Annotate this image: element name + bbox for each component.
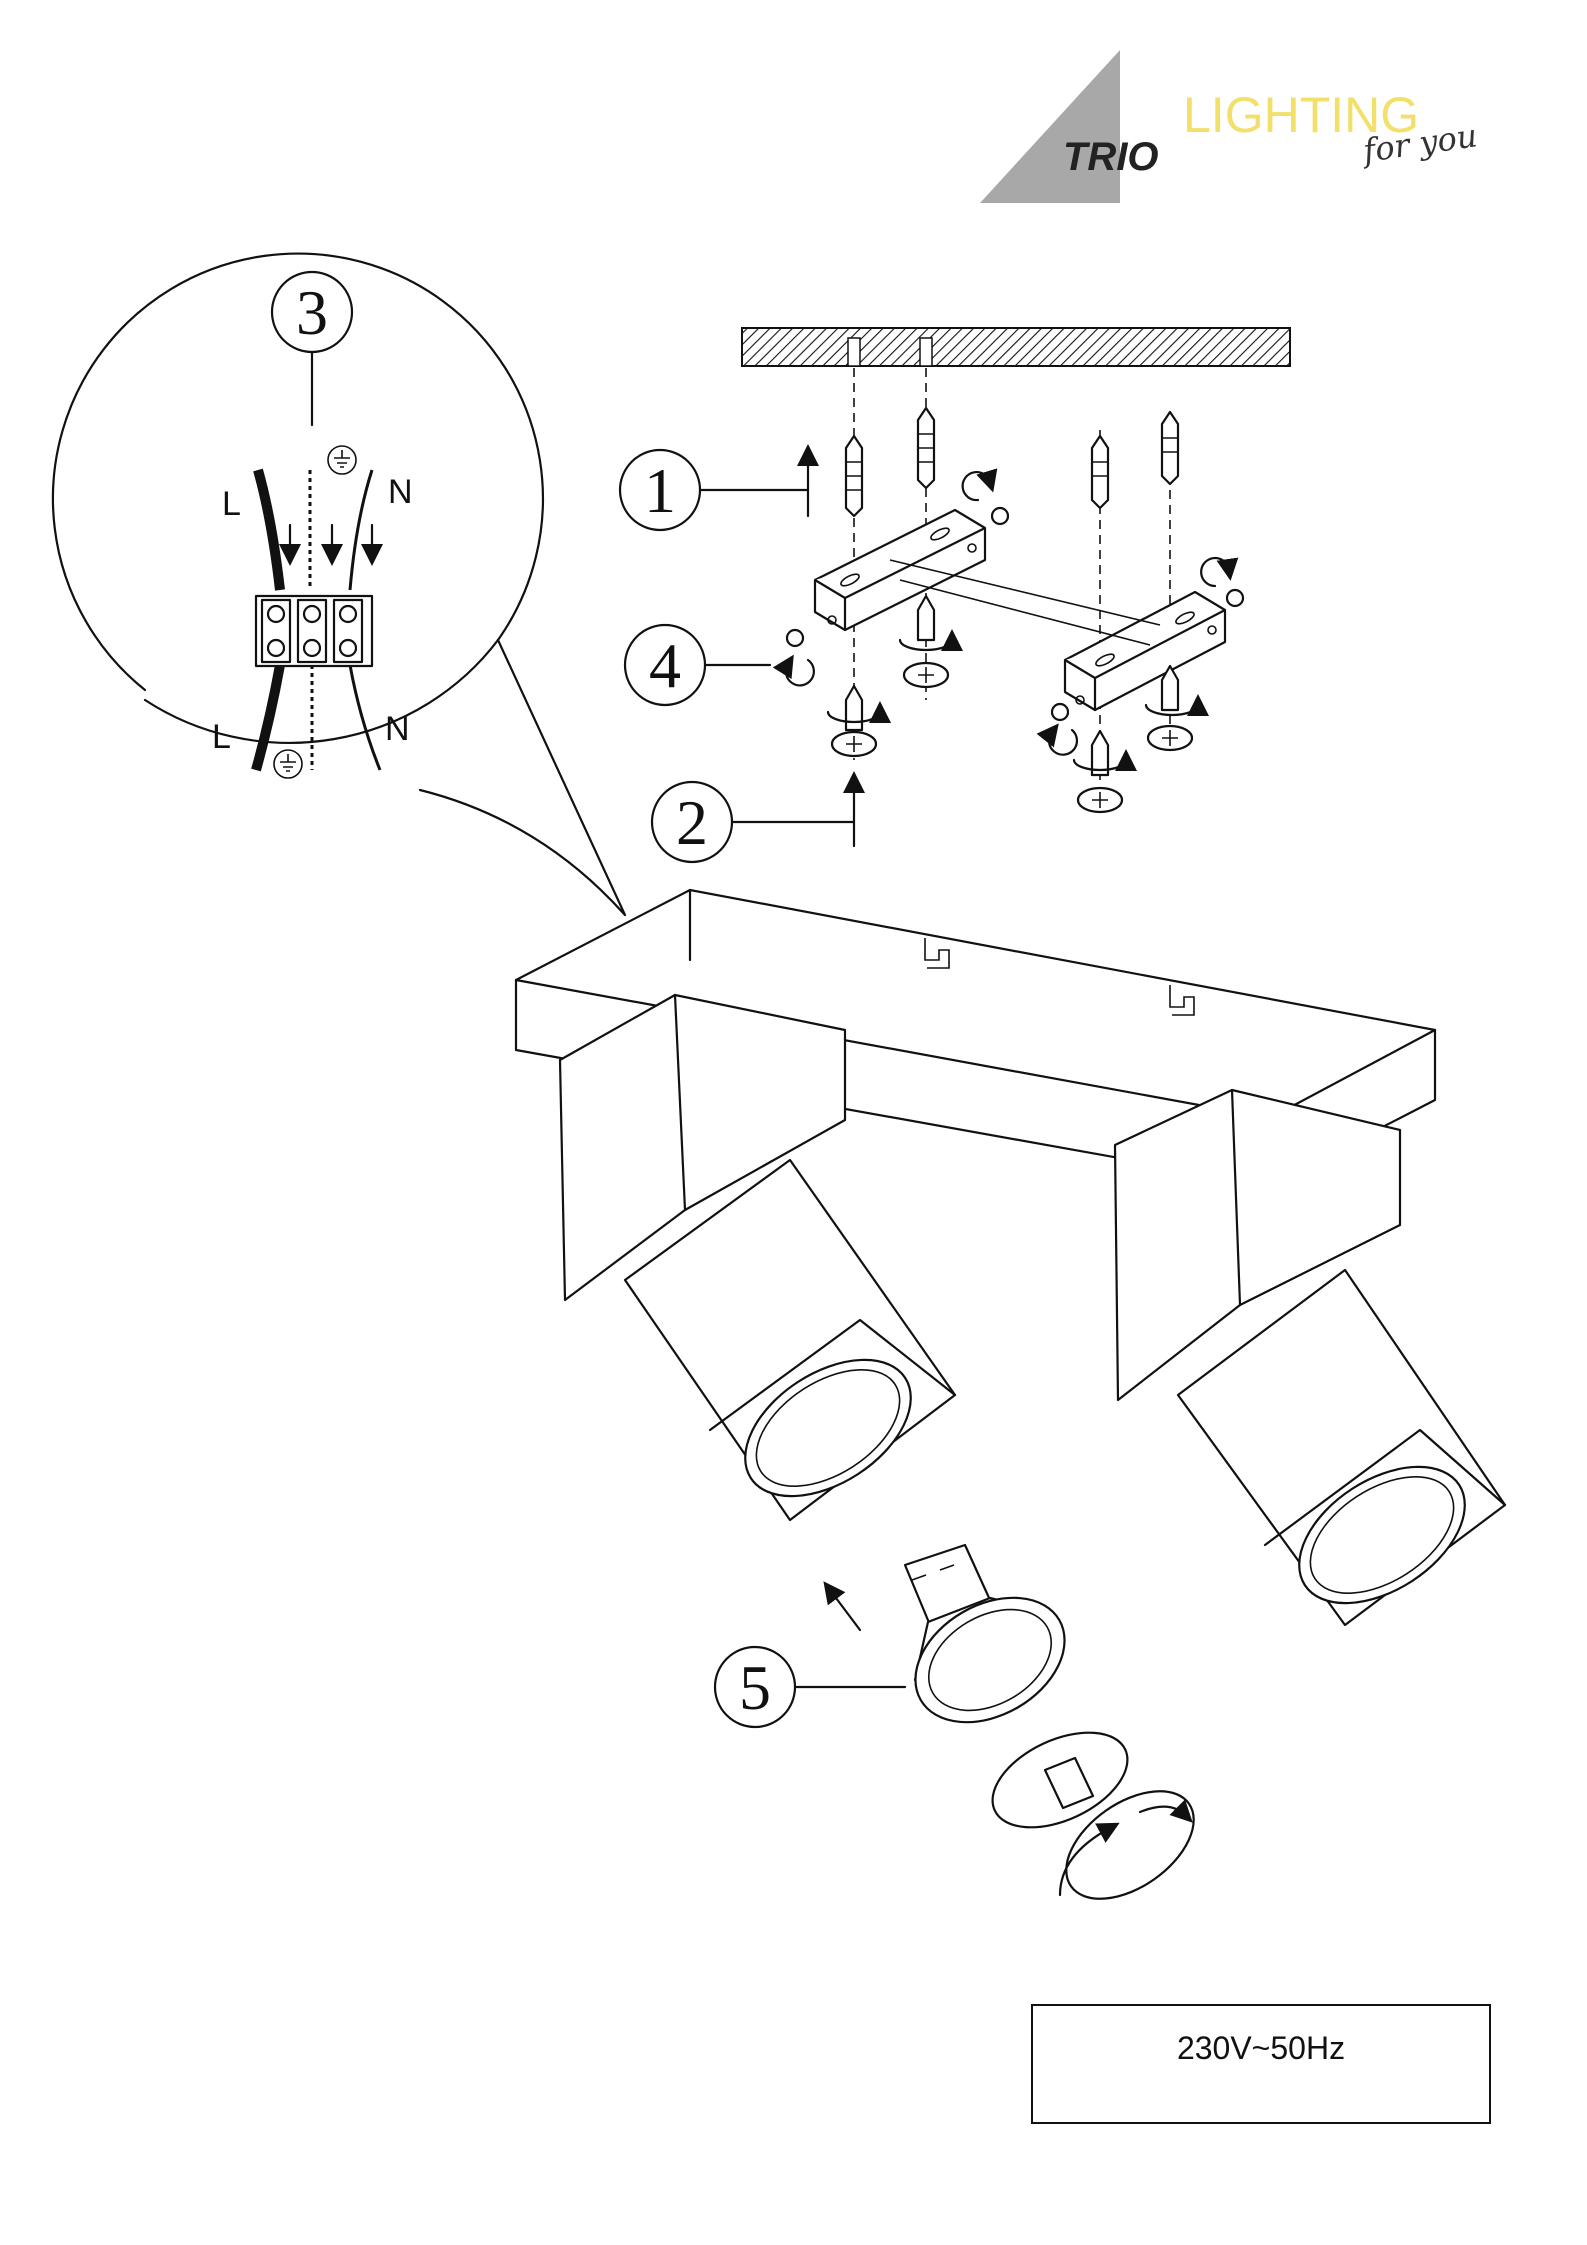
logo-triangle-icon: [980, 50, 1120, 203]
callout-2: 2: [652, 782, 854, 862]
wall-plug-icon: [1092, 436, 1108, 508]
voltage-rating-box: 230V~50Hz: [1031, 2004, 1491, 2124]
wall-plugs: [846, 408, 1178, 516]
gu10-bulb-icon: [830, 1545, 1087, 1748]
callout-4: 4: [625, 625, 770, 705]
callout-4-number: 4: [649, 630, 681, 701]
neutral-label-top: N: [388, 473, 413, 511]
live-wire-top: [258, 470, 280, 590]
wall-plug-icon: [918, 408, 934, 488]
brand-logo: TRIO LIGHTING for you: [980, 50, 1480, 203]
neutral-label-bottom: N: [385, 710, 410, 748]
screw-icon: [828, 686, 880, 756]
callout-3-number: 3: [296, 277, 328, 348]
earth-symbol-icon: [328, 446, 356, 474]
callout-5-number: 5: [739, 1652, 771, 1723]
live-wire-bottom: [256, 665, 280, 770]
callout-2-number: 2: [676, 787, 708, 858]
brand-name: TRIO: [1063, 135, 1159, 179]
ceiling: [742, 328, 1290, 780]
callout-3: 3: [272, 272, 352, 425]
luminaire: [516, 890, 1505, 1631]
live-label-bottom: L: [212, 718, 231, 756]
side-screw-icon: [1049, 704, 1077, 755]
wall-plug-icon: [846, 436, 862, 516]
terminal-block-icon: [256, 596, 372, 666]
voltage-rating-text: 230V~50Hz: [1033, 2030, 1489, 2067]
callout-1-number: 1: [644, 455, 676, 526]
wall-plug-icon: [1162, 412, 1178, 484]
callout-1: 1: [620, 450, 808, 530]
neutral-wire-top: [350, 470, 372, 590]
live-label-top: L: [222, 485, 241, 523]
neutral-wire-bottom: [350, 665, 380, 770]
callout-5: 5: [715, 1647, 905, 1727]
earth-symbol-icon: [274, 750, 302, 778]
mounting-bracket: [1065, 592, 1225, 710]
side-screw-icon: [963, 472, 1008, 524]
mounting-bracket: [815, 510, 985, 630]
wiring-detail: L N L N: [53, 254, 625, 915]
side-screw-icon: [786, 630, 814, 685]
screw-icon: [1074, 731, 1126, 812]
retaining-ring-icon: [978, 1713, 1213, 1920]
